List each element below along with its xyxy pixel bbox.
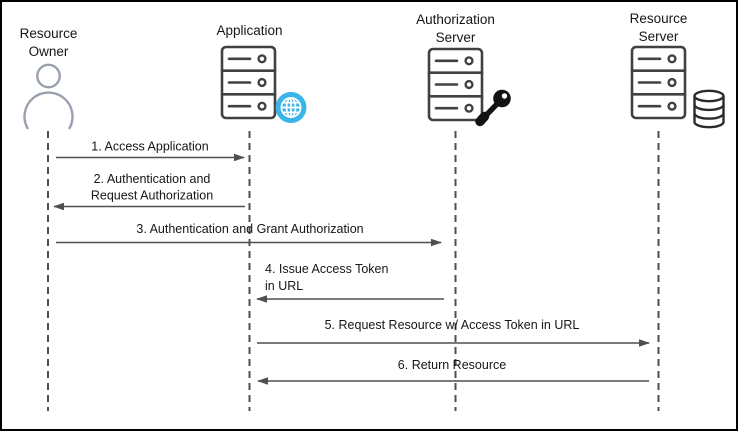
actor-label: Resource (630, 11, 688, 26)
message-label: 3. Authentication and Grant Authorizatio… (136, 222, 363, 236)
message-3: 3. Authentication and Grant Authorizatio… (56, 222, 442, 247)
message-4: 4. Issue Access Token in URL (256, 262, 444, 303)
message-5: 5. Request Resource w/ Access Token in U… (257, 318, 650, 347)
message-label: 2. Authentication and (94, 172, 211, 186)
actor-resource-server: Resource Server (630, 11, 725, 129)
server-icon (630, 45, 687, 120)
message-label: 1. Access Application (91, 140, 208, 154)
server-icon (220, 45, 277, 120)
actor-label: Application (216, 23, 282, 38)
person-icon (23, 63, 74, 130)
message-label: in URL (265, 279, 303, 293)
key-icon (475, 89, 511, 127)
actor-label: Resource (20, 26, 78, 41)
message-label: 4. Issue Access Token (265, 262, 388, 276)
actor-label: Server (436, 30, 476, 45)
actor-label: Server (639, 29, 679, 44)
actor-label: Owner (29, 44, 69, 59)
actor-application: Application (216, 23, 307, 123)
message-label: 5. Request Resource w/ Access Token in U… (325, 318, 580, 332)
database-icon (693, 89, 725, 129)
server-icon (427, 47, 484, 122)
actor-authorization-server: Authorization Server (416, 12, 511, 127)
message-1: 1. Access Application (56, 140, 245, 162)
message-2: 2. Authentication and Request Authorizat… (53, 172, 245, 211)
message-label: 6. Return Resource (398, 358, 506, 372)
actor-resource-owner: Resource Owner (20, 26, 78, 130)
message-6: 6. Return Resource (257, 358, 649, 385)
actor-label: Authorization (416, 12, 495, 27)
globe-icon (275, 92, 307, 123)
message-label: Request Authorization (91, 189, 213, 203)
